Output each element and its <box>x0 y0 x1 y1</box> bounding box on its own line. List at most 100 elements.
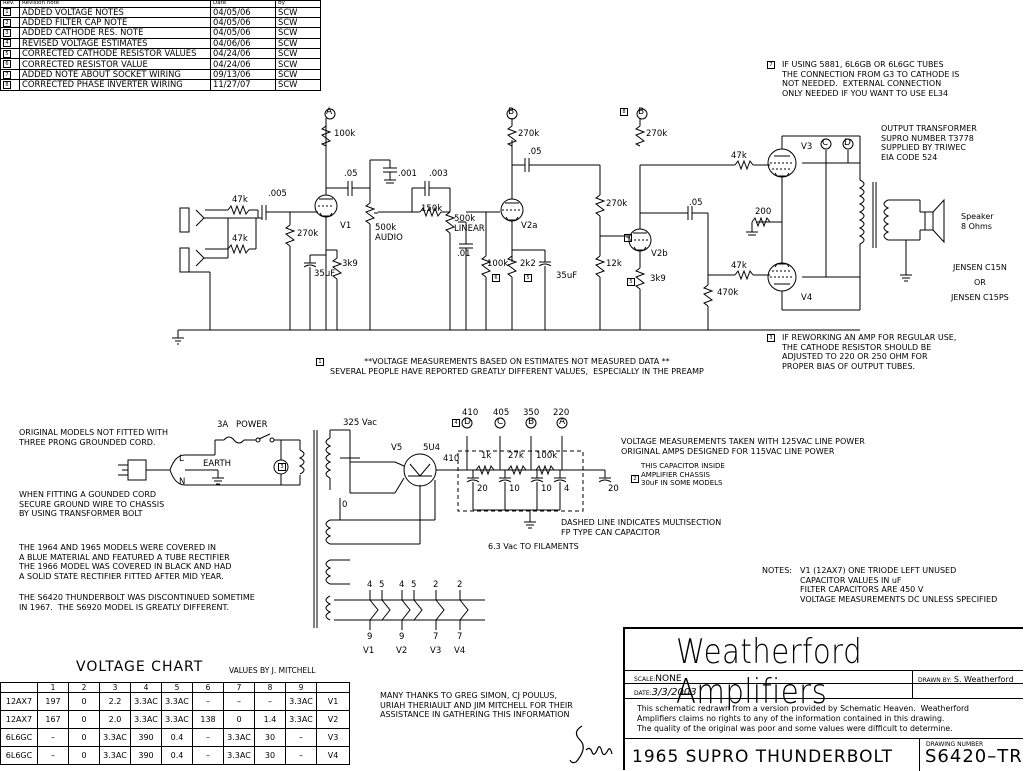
node-voltage: 405 <box>493 408 510 418</box>
pin-voltage: 2.2 <box>99 692 131 711</box>
socket-pin: 7 <box>433 632 439 642</box>
pin-header: 3 <box>99 682 131 693</box>
pin-voltage: 3.3AC <box>223 746 255 765</box>
pin-voltage: 0.4 <box>161 746 193 765</box>
revision-number: 5 <box>3 49 11 58</box>
pin-voltage: 3.3AC <box>285 710 317 729</box>
pin-voltage: 30 <box>254 728 286 747</box>
speaker-model-1: JENSEN C15N <box>953 263 1007 272</box>
resistor-label: 200 <box>755 207 772 217</box>
capacitor-inside-note: THIS CAPACITOR INSIDE AMPLIFIER CHASSIS … <box>641 462 725 487</box>
notes-label: NOTES: <box>762 566 792 575</box>
voltage-estimate-note: **VOLTAGE MEASUREMENTS BASED ON ESTIMATE… <box>330 357 704 376</box>
models-history-note: THE 1964 AND 1965 MODELS WERE COVERED IN… <box>19 543 232 581</box>
pin-header: 6 <box>192 682 224 693</box>
tube-label: V2a <box>521 221 538 231</box>
revision-note: ADDED NOTE ABOUT SOCKET WIRING <box>19 68 211 81</box>
pin-header: 7 <box>223 682 255 693</box>
dashed-line-note: DASHED LINE INDICATES MULTISECTION FP TY… <box>561 518 722 537</box>
pin-header: 2 <box>68 682 100 693</box>
revision-tag: 4 <box>624 234 632 242</box>
node-d-marker: D <box>464 417 471 427</box>
node-voltage: 350 <box>523 408 540 418</box>
node-voltage: 220 <box>553 408 570 418</box>
resistor-label: 270k <box>518 129 540 139</box>
pin-voltage: 0 <box>68 746 100 765</box>
pin-voltage: 3.3AC <box>99 728 131 747</box>
signature-icon <box>569 725 613 764</box>
revision-number: 8 <box>3 80 11 89</box>
capacitor-label: 35uF <box>556 271 578 281</box>
revision-by: SCW <box>275 79 321 91</box>
neutral-label: N <box>179 477 186 487</box>
pin-voltage: – <box>285 746 317 765</box>
node-c-marker: C <box>822 138 829 148</box>
resistor-label: 12k <box>606 259 622 269</box>
revision-date: 04/06/06 <box>210 37 276 50</box>
pin-voltage: – <box>223 692 255 711</box>
tube-type: 6L6GC <box>0 728 38 747</box>
center-tap-label: 0 <box>342 500 348 510</box>
secondary-voltage-label: 325 Vac <box>343 418 377 428</box>
pin-voltage: 1.4 <box>254 710 286 729</box>
pin-voltage: 3.3AC <box>130 692 162 711</box>
revision-by: SCW <box>275 48 321 60</box>
revision-date: 04/05/06 <box>210 16 276 29</box>
capacitor-label: .005 <box>268 189 287 199</box>
tube-substitution-note: IF USING 5881, 6L6GB OR 6L6GC TUBES THE … <box>782 60 960 98</box>
revision-note: REVISED VOLTAGE ESTIMATES <box>19 37 211 50</box>
rectifier-type-label: 5U4 <box>423 443 441 453</box>
revision-date: 04/24/06 <box>210 48 276 60</box>
revision-date: 11/27/07 <box>210 79 276 91</box>
revision-note: CORRECTED PHASE INVERTER WIRING <box>19 79 211 91</box>
socket-pin: 5 <box>411 580 417 590</box>
date-label: DATE: <box>634 690 652 697</box>
revision-number: 3 <box>3 28 11 37</box>
node-b-marker: B <box>528 417 535 427</box>
revision-by: SCW <box>275 27 321 39</box>
pin-voltage: – <box>37 728 69 747</box>
pin-voltage: 2.0 <box>99 710 131 729</box>
note-number: 3 <box>767 334 775 342</box>
pin-voltage: – <box>192 746 224 765</box>
title-block <box>623 627 1023 770</box>
original-models-note: ORIGINAL MODELS NOT FITTED WITH THREE PR… <box>19 428 168 447</box>
revision-number: 1 <box>3 8 11 17</box>
revision-number: 7 <box>3 70 11 79</box>
revision-date: 09/13/06 <box>210 68 276 81</box>
revision-by: SCW <box>275 37 321 50</box>
resistor-label: 270k <box>646 129 668 139</box>
capacitor-label: .05 <box>689 198 703 208</box>
revision-by: SCW <box>275 68 321 81</box>
pin-voltage: 167 <box>37 710 69 729</box>
tube-position: V2 <box>316 710 350 729</box>
node-b-marker: B <box>508 107 515 117</box>
resistor-label: 100k <box>536 451 558 461</box>
fuse-label: 3A <box>217 420 229 430</box>
socket-tube-label: V2 <box>396 646 408 656</box>
capacitor-label: 20 <box>608 484 619 494</box>
scale-value: NONE <box>655 674 682 684</box>
capacitor-label: .05 <box>344 169 358 179</box>
pin-voltage: 197 <box>37 692 69 711</box>
pin-voltage: 3.3AC <box>285 692 317 711</box>
pin-voltage: 390 <box>130 728 162 747</box>
capacitor-label: 4 <box>564 484 570 494</box>
socket-pin: 4 <box>399 580 405 590</box>
revision-note: CORRECTED RESISTOR VALUE <box>19 58 211 70</box>
note-number: 7 <box>767 61 775 69</box>
drawing-number: S6420–TR <box>925 746 1023 767</box>
pin-header: 9 <box>285 682 317 693</box>
resistor-label: 270k <box>297 229 319 239</box>
drawn-by-value: S. Weatherford <box>953 675 1014 684</box>
resistor-label: 47k <box>731 151 747 161</box>
scale-label: SCALE: <box>634 676 656 683</box>
socket-pin: 2 <box>433 580 439 590</box>
resistor-label: 3k9 <box>650 274 666 284</box>
socket-pin: 5 <box>379 580 385 590</box>
